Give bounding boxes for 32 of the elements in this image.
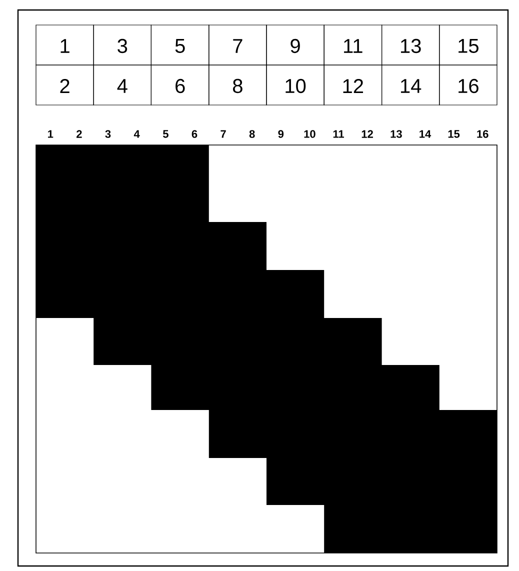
table-cell: 10	[266, 64, 324, 106]
column-number: 8	[249, 130, 255, 138]
column-number: 16	[477, 130, 488, 138]
table-cell: 15	[439, 24, 498, 66]
column-number: 15	[448, 130, 460, 138]
column-number: 1	[48, 130, 54, 138]
column-number: 14	[420, 130, 432, 138]
table-cell: 16	[439, 64, 498, 106]
table-cell: 4	[93, 64, 152, 106]
table-cell: 2	[36, 64, 94, 106]
table-cell: 7	[208, 24, 267, 66]
column-number: 5	[162, 130, 168, 138]
column-number: 9	[278, 130, 284, 138]
column-number: 7	[220, 130, 226, 138]
column-number: 2	[76, 130, 82, 138]
table-cell: 1	[36, 24, 94, 66]
table-cell: 12	[324, 64, 382, 106]
table-cell: 6	[150, 64, 210, 106]
column-number: 11	[333, 130, 344, 138]
column-number: 4	[134, 130, 140, 138]
table-cell: 11	[324, 24, 382, 66]
column-number: 3	[105, 130, 111, 138]
column-number: 12	[362, 130, 373, 138]
table-cell: 9	[266, 24, 324, 66]
table-cell: 14	[382, 64, 440, 106]
column-number: 6	[192, 130, 198, 138]
table-cell: 5	[150, 24, 210, 66]
column-number: 10	[304, 130, 316, 138]
table-cell: 13	[382, 24, 440, 66]
table-cell: 3	[93, 24, 152, 66]
table-cell: 8	[208, 64, 267, 106]
column-number: 13	[390, 130, 402, 138]
